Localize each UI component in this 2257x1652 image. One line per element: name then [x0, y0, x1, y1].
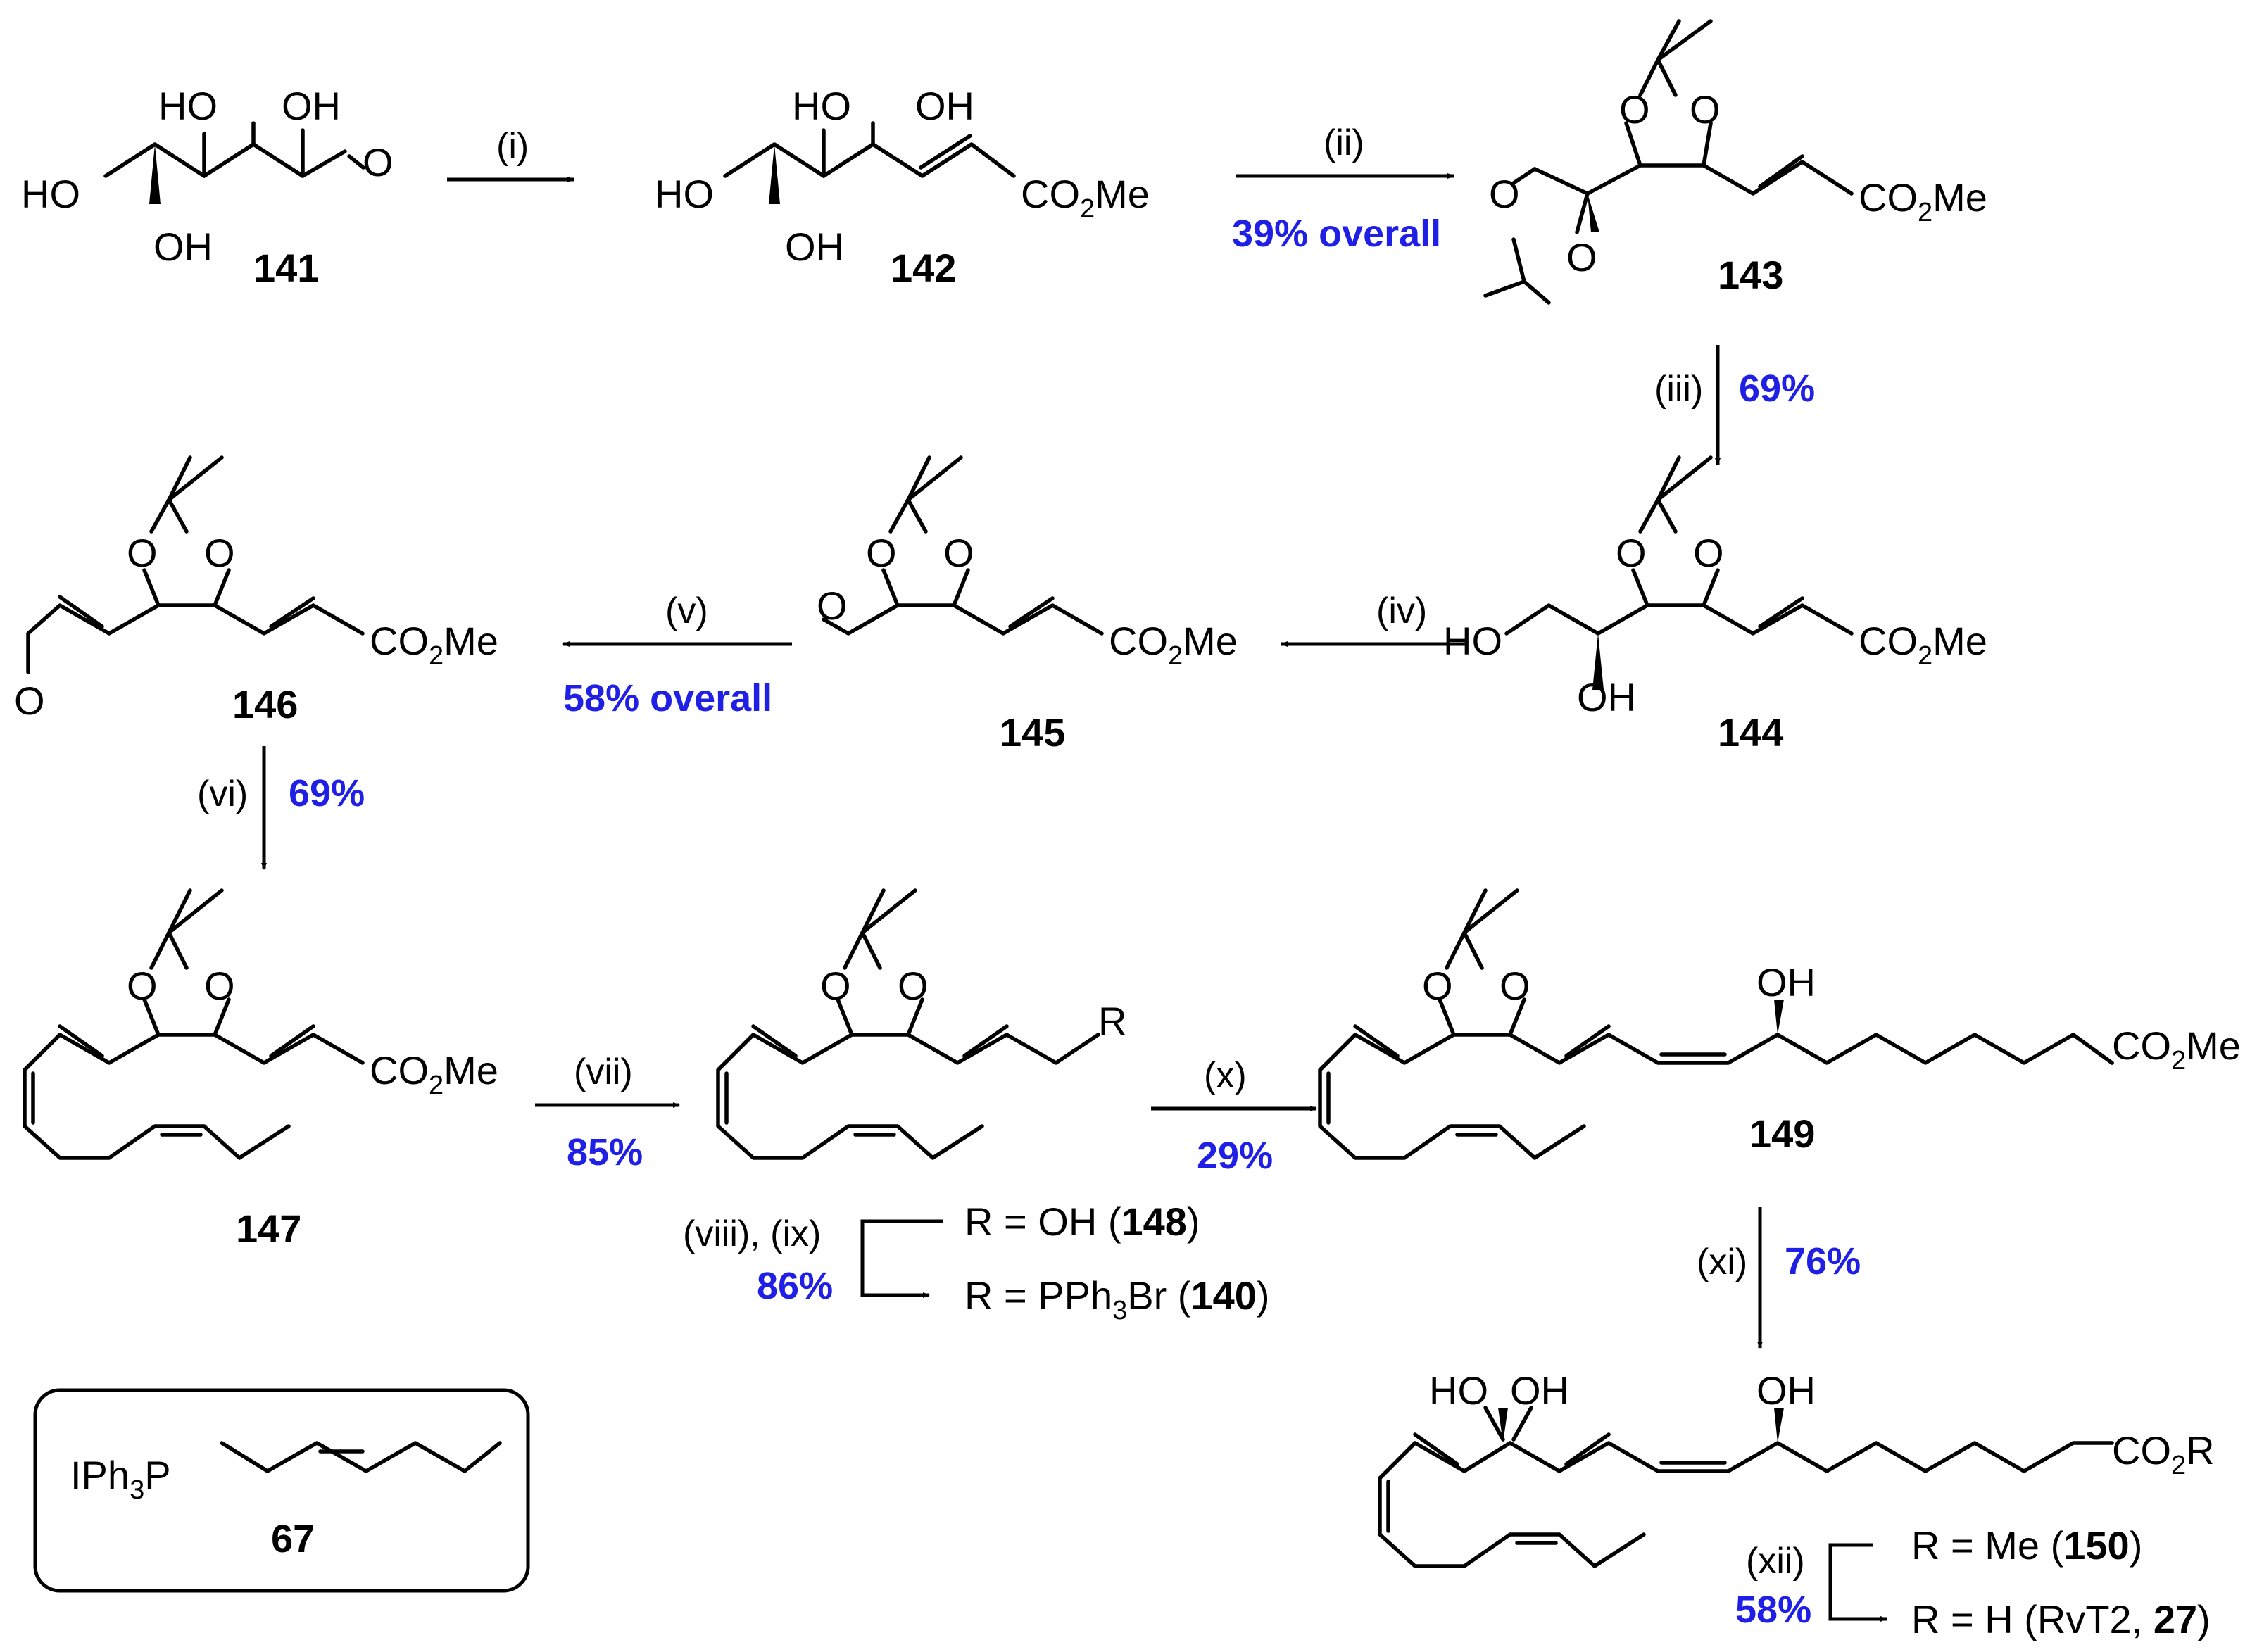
co2me: CO2Me: [370, 619, 498, 671]
r-me-150: R = Me (150): [1911, 1523, 2142, 1568]
yield-label: 76%: [1785, 1240, 1861, 1282]
atom-label: OH: [915, 84, 974, 128]
co2me: CO2Me: [1859, 619, 1987, 671]
step-label: (iv): [1376, 591, 1427, 631]
atom-label: O: [204, 531, 235, 575]
atom-label: HO: [1429, 1368, 1488, 1413]
atom-label: OH: [282, 84, 341, 128]
step-label: (ii): [1324, 122, 1364, 163]
compound-141: HO HO OH OH O 141: [21, 84, 394, 290]
compound-number: 144: [1718, 710, 1783, 755]
compound-number: 147: [236, 1206, 301, 1251]
atom-label: HO: [1443, 619, 1502, 663]
atom-label: O: [1500, 964, 1530, 1008]
compound-number: 149: [1749, 1111, 1815, 1156]
compound-147: O O CO2Me 147: [23, 888, 498, 1251]
atom-label: HO: [158, 84, 218, 128]
atom-label: O: [1422, 964, 1453, 1008]
co2me: CO2Me: [370, 1048, 498, 1100]
step-label: (x): [1204, 1055, 1247, 1096]
compound-143: O O O O CO2Me 143: [1483, 19, 1987, 305]
yield-label: 69%: [1739, 367, 1815, 410]
compound-67-box: IPh3P 67: [33, 1388, 530, 1593]
yield-label: 69%: [289, 772, 365, 814]
step-label: (i): [496, 126, 529, 167]
compound-145: O O O CO2Me 145: [817, 455, 1238, 755]
compound-number: 145: [1000, 710, 1065, 755]
compound-number: 141: [253, 246, 319, 290]
atom-label: O: [1690, 87, 1721, 132]
compound-142: HO HO OH OH CO2Me 142: [655, 84, 1150, 290]
compound-number: 146: [232, 682, 298, 726]
compound-149: O O OH CO2Me 149: [1318, 888, 2241, 1160]
step-label: (iii): [1654, 369, 1703, 410]
compound-number: 142: [891, 246, 956, 290]
atom-label: O: [898, 964, 929, 1008]
bracket-line: [860, 1219, 943, 1297]
yield-label: 39% overall: [1232, 213, 1441, 255]
atom-label: OH: [1577, 675, 1636, 719]
atom-label: O: [1566, 235, 1597, 279]
atom-label: OH: [785, 225, 844, 269]
iph3p: IPh3P: [70, 1453, 171, 1505]
atom-label: O: [14, 679, 45, 723]
step-label: (xii): [1746, 1541, 1805, 1582]
step-label: (viii), (ix): [683, 1213, 821, 1254]
atom-label: O: [1616, 531, 1647, 575]
step-label: (vii): [574, 1052, 633, 1092]
atom-label: O: [1619, 87, 1650, 132]
compound-number: 67: [271, 1516, 315, 1560]
compound-148: O O R: [716, 888, 1126, 1160]
r-pph3br-140: R = PPh3Br (140): [964, 1273, 1270, 1325]
atom-label: O: [817, 584, 848, 628]
compound-number: 143: [1718, 253, 1783, 297]
yield-label: 58% overall: [563, 677, 772, 719]
atom-label: O: [820, 964, 851, 1008]
compound-146: O O O CO2Me 146: [14, 455, 498, 726]
atom-label: O: [363, 140, 394, 184]
atom-label: OH: [1756, 1368, 1816, 1413]
co2me: CO2Me: [1021, 172, 1150, 224]
atom-label: O: [204, 964, 235, 1008]
yield-label: 58%: [1735, 1589, 1811, 1631]
compound-144: O O HO OH CO2Me 144: [1443, 455, 1987, 755]
yield-label: 85%: [567, 1131, 643, 1173]
atom-label: O: [943, 531, 974, 575]
r-oh-148: R = OH (148): [964, 1199, 1200, 1244]
atom-label: O: [127, 531, 158, 575]
r-h-27: R = H (RvT2, 27): [1911, 1597, 2211, 1641]
atom-label: O: [127, 964, 158, 1008]
atom-label: OH: [1510, 1368, 1569, 1413]
step-label: (vi): [197, 774, 248, 814]
atom-label: HO: [655, 172, 714, 216]
atom-label: O: [866, 531, 897, 575]
co2me: CO2Me: [1109, 619, 1238, 671]
atom-label: OH: [153, 225, 213, 269]
atom-label: O: [1489, 172, 1520, 216]
co2r: CO2R: [2112, 1428, 2215, 1480]
yield-label: 86%: [757, 1265, 833, 1307]
co2me: CO2Me: [1859, 175, 1987, 227]
step-label: (xi): [1697, 1242, 1747, 1282]
co2me: CO2Me: [2112, 1023, 2241, 1076]
bracket-line: [1828, 1543, 1873, 1621]
atom-label: OH: [1756, 960, 1816, 1004]
atom-label: O: [1693, 531, 1724, 575]
atom-label: HO: [792, 84, 851, 128]
compound-150: HO OH OH CO2R: [1378, 1368, 2215, 1568]
yield-label: 29%: [1197, 1135, 1273, 1177]
atom-label: HO: [21, 172, 80, 216]
atom-label: R: [1098, 999, 1126, 1043]
step-label: (v): [665, 591, 708, 631]
